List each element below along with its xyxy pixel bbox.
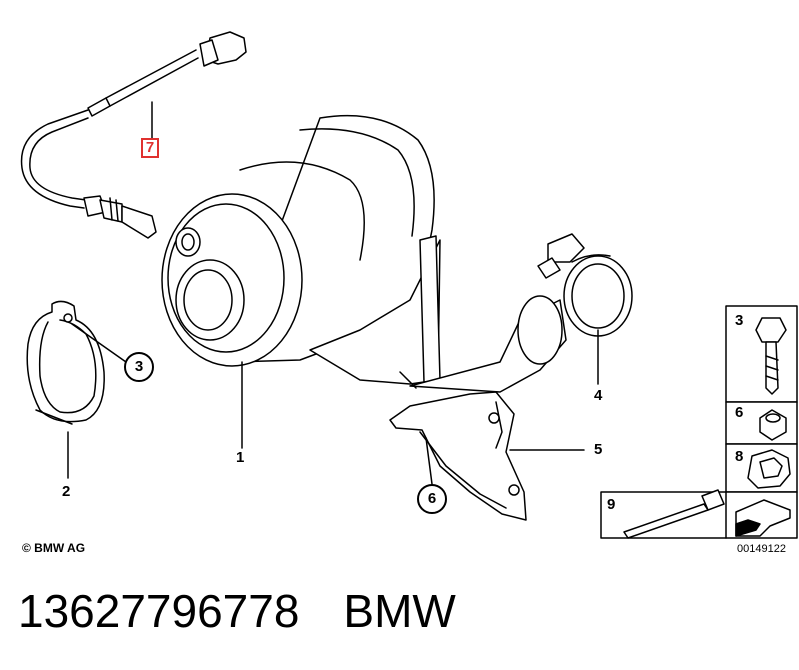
support-bracket-part: [389, 391, 527, 521]
cable-tie-icon: [623, 489, 725, 539]
exhaust-parts-diagram: [20, 31, 798, 539]
legend-number-6: 6: [735, 404, 744, 421]
nut-icon: [759, 409, 787, 441]
footer-caption: 13627796778 BMW: [18, 588, 456, 634]
leader-3: [71, 323, 127, 363]
callout-7-highlighted: 7: [141, 138, 159, 158]
part-number: 13627796778: [18, 585, 300, 637]
callout-5: 5: [594, 441, 603, 458]
oxygen-sensor-part: [20, 31, 247, 239]
legend-number-3: 3: [735, 312, 744, 329]
bolt-icon: [755, 317, 787, 395]
copyright-text: © BMW AG: [22, 541, 86, 555]
callout-4: 4: [594, 387, 603, 404]
mounting-clamp-part: [26, 300, 105, 425]
callout-2: 2: [62, 483, 71, 500]
clip-icon: [747, 449, 791, 489]
arrow-symbol-icon: [735, 499, 791, 537]
band-clamp-part: [537, 233, 633, 337]
legend-number-8: 8: [735, 448, 744, 465]
diagram-code: 00149122: [737, 543, 786, 555]
callout-3: 3: [124, 352, 154, 382]
brand-name: BMW: [343, 585, 456, 637]
legend-number-9: 9: [607, 496, 616, 513]
callout-1: 1: [236, 449, 245, 466]
callout-6: 6: [417, 484, 447, 514]
leader-6: [425, 437, 433, 485]
particulate-filter-part: [161, 114, 567, 393]
